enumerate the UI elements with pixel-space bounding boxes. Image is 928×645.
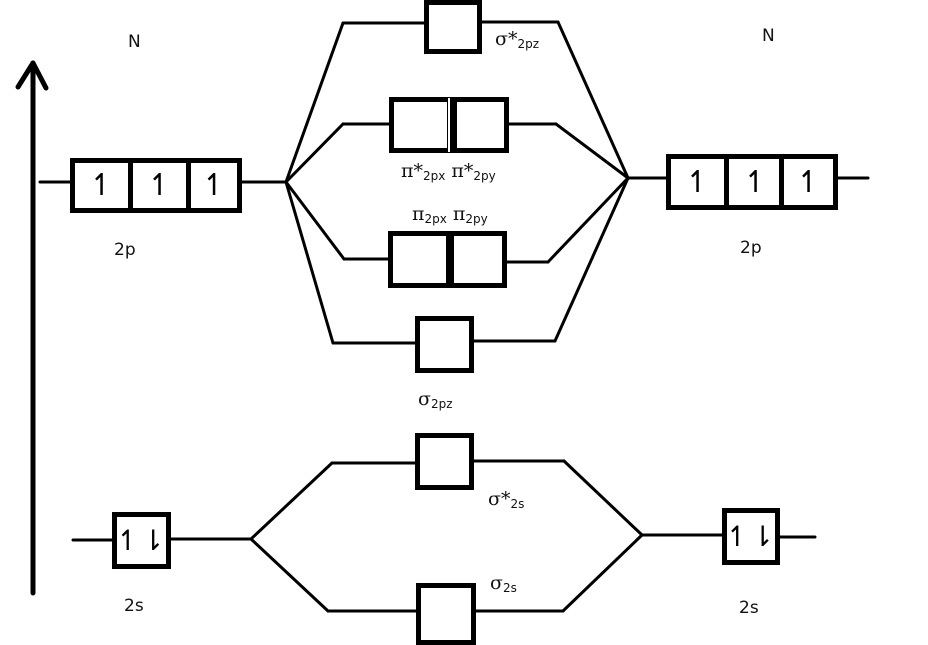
sigma-star-2s-symbol: σ* — [488, 488, 511, 510]
sigma-2s-symbol: σ — [490, 572, 503, 594]
pi-2py-cell — [454, 236, 502, 283]
sigma-star-2pz-cell — [429, 5, 477, 49]
pi-star-2py-sub: 2py — [473, 169, 496, 183]
left-2s-label: 2s — [124, 596, 144, 616]
left-2p-cell-3: ↿ — [201, 168, 227, 203]
sigma-star-2s-cell — [420, 438, 469, 485]
sigma-2s-sub: 2s — [502, 581, 517, 595]
left-atom-label: N — [128, 32, 141, 52]
sigma-2pz-sub: 2pz — [430, 397, 453, 411]
2s-connectors — [71, 459, 817, 613]
left-2p-cell-2: ↿ — [146, 168, 173, 203]
right-2s-cell: ↿⇂ — [725, 520, 777, 553]
left-2s-cell: ↿⇂ — [116, 524, 167, 557]
pi-2py-symbol: π — [452, 203, 466, 225]
right-2p-orbital-box: ↿ ↿ ↿ — [666, 154, 838, 210]
sigma-2pz-box — [415, 316, 474, 373]
pi-star-2px-cell — [394, 102, 447, 148]
pi-star-2py-cell — [455, 102, 504, 148]
sigma-star-2s-box — [415, 433, 474, 490]
pi-star-2py-symbol: π* — [451, 160, 474, 182]
pi-2p-label: π2px π2py — [412, 203, 488, 226]
pi-2p-box — [388, 231, 507, 288]
sigma-star-2s-sub: 2s — [510, 497, 525, 511]
sigma-star-2pz-symbol: σ* — [495, 28, 518, 50]
right-2s-label: 2s — [739, 598, 759, 618]
sigma-2pz-label: σ2pz — [418, 388, 453, 411]
sigma-2s-label: σ2s — [490, 572, 517, 595]
left-2p-label: 2p — [114, 240, 136, 260]
sigma-star-2pz-sub: 2pz — [517, 37, 540, 51]
left-2p-orbital-box: ↿ ↿ ↿ — [70, 158, 242, 213]
sigma-star-2s-label: σ*2s — [488, 488, 524, 511]
pi-2px-sub: 2px — [424, 212, 447, 226]
sigma-star-2pz-label: σ*2pz — [495, 28, 539, 51]
sigma-2pz-symbol: σ — [418, 388, 431, 410]
right-2s-orbital-box: ↿⇂ — [722, 508, 780, 565]
left-2p-connectors — [38, 21, 346, 345]
left-2s-orbital-box: ↿⇂ — [112, 512, 171, 569]
pi-star-2px-sub: 2px — [423, 169, 446, 183]
right-2p-cell-1: ↿ — [684, 164, 711, 200]
right-atom-label: N — [762, 26, 775, 46]
pi-star-2px-symbol: π* — [401, 160, 423, 182]
right-2p-connectors — [546, 20, 870, 343]
pi-2px-symbol: π — [412, 203, 425, 225]
sigma-2s-box — [416, 583, 476, 645]
right-2p-cell-2: ↿ — [742, 164, 769, 200]
pi-2py-sub: 2py — [465, 212, 488, 226]
sigma-2s-cell — [421, 588, 471, 640]
sigma-2pz-cell — [420, 321, 469, 368]
pi-star-2p-label: π*2px π*2py — [401, 160, 496, 183]
energy-arrow-icon — [15, 60, 49, 596]
right-2p-label: 2p — [740, 238, 762, 258]
mo-2p-levels — [331, 20, 560, 345]
left-2p-cell-1: ↿ — [88, 168, 115, 203]
right-2p-cell-3: ↿ — [795, 164, 822, 200]
pi-star-gap — [448, 98, 450, 152]
pi-2px-cell — [393, 236, 446, 283]
sigma-star-2pz-box — [424, 0, 482, 54]
